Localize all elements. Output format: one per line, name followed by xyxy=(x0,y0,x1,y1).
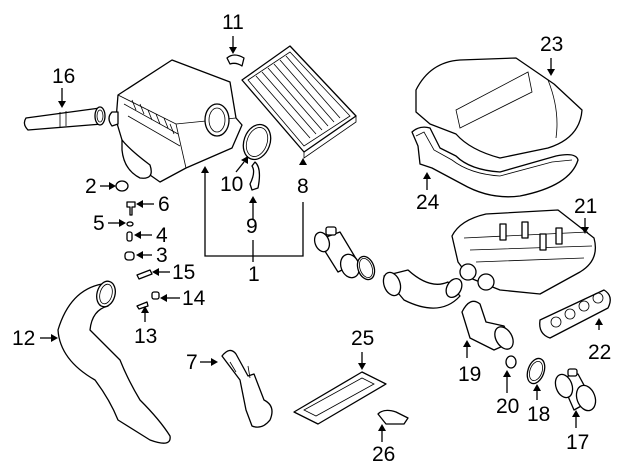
part-4-sleeve[interactable] xyxy=(126,231,133,242)
callout-8: 8 xyxy=(297,175,309,198)
part-15-bolt[interactable] xyxy=(136,269,153,280)
part-20-hose-clamp[interactable] xyxy=(505,355,517,369)
callout-3: 3 xyxy=(156,244,168,267)
callout-21: 21 xyxy=(574,195,598,218)
part-3-bushing[interactable] xyxy=(124,251,135,261)
callout-14: 14 xyxy=(182,287,206,310)
part-10-seal-ring[interactable] xyxy=(239,121,276,164)
callout-11: 11 xyxy=(222,11,244,34)
part-14-nut[interactable] xyxy=(151,291,160,300)
part-18-clamp[interactable] xyxy=(524,356,548,386)
part-21-intake-plenum[interactable] xyxy=(451,209,597,295)
part-22-manifold-gasket[interactable] xyxy=(539,289,611,339)
callout-6: 6 xyxy=(158,193,170,216)
part-25-emblem-plate[interactable] xyxy=(293,371,387,425)
part-6-bolt[interactable] xyxy=(126,201,136,216)
callout-23: 23 xyxy=(540,33,564,56)
part-23-plenum-cover[interactable] xyxy=(415,57,583,159)
part-11-clamp[interactable] xyxy=(226,54,245,67)
part-16-inlet-tube[interactable] xyxy=(23,106,106,131)
callout-1: 1 xyxy=(248,263,260,286)
part-1-air-cleaner-housing[interactable] xyxy=(108,59,243,183)
callout-19: 19 xyxy=(458,363,482,386)
part-24-cover-gasket[interactable] xyxy=(411,126,579,198)
part-13-bolt[interactable] xyxy=(136,301,149,310)
callout-7: 7 xyxy=(186,351,198,374)
callout-26: 26 xyxy=(372,443,396,466)
callout-17: 17 xyxy=(566,431,590,454)
callout-12: 12 xyxy=(12,327,36,350)
callout-16: 16 xyxy=(52,65,76,88)
part-9-clip[interactable] xyxy=(249,161,261,191)
part-2-grommet[interactable] xyxy=(115,180,129,192)
callout-4: 4 xyxy=(156,224,168,247)
part-5-washer[interactable] xyxy=(126,221,134,227)
callout-24: 24 xyxy=(416,191,440,214)
callout-22: 22 xyxy=(588,341,612,364)
callout-18: 18 xyxy=(527,403,551,426)
callout-13: 13 xyxy=(134,325,158,348)
part-intake-hose[interactable] xyxy=(380,269,465,309)
callout-20: 20 xyxy=(496,395,520,418)
part-19-intake-boot[interactable] xyxy=(461,300,517,352)
part-26-emblem-badge[interactable] xyxy=(377,409,409,425)
callout-10: 10 xyxy=(220,173,244,196)
callout-15: 15 xyxy=(172,261,196,284)
callout-5: 5 xyxy=(93,212,105,235)
part-17-air-mass-meter[interactable] xyxy=(552,368,599,413)
part-air-mass-meter-mid[interactable] xyxy=(312,226,378,282)
part-8-air-filter[interactable] xyxy=(241,45,357,159)
callout-25: 25 xyxy=(351,327,375,350)
part-12-intake-duct[interactable] xyxy=(57,279,171,444)
leader-lines xyxy=(40,36,603,442)
callout-2: 2 xyxy=(85,175,97,198)
callout-9: 9 xyxy=(246,215,258,238)
part-7-bracket[interactable] xyxy=(221,349,273,428)
